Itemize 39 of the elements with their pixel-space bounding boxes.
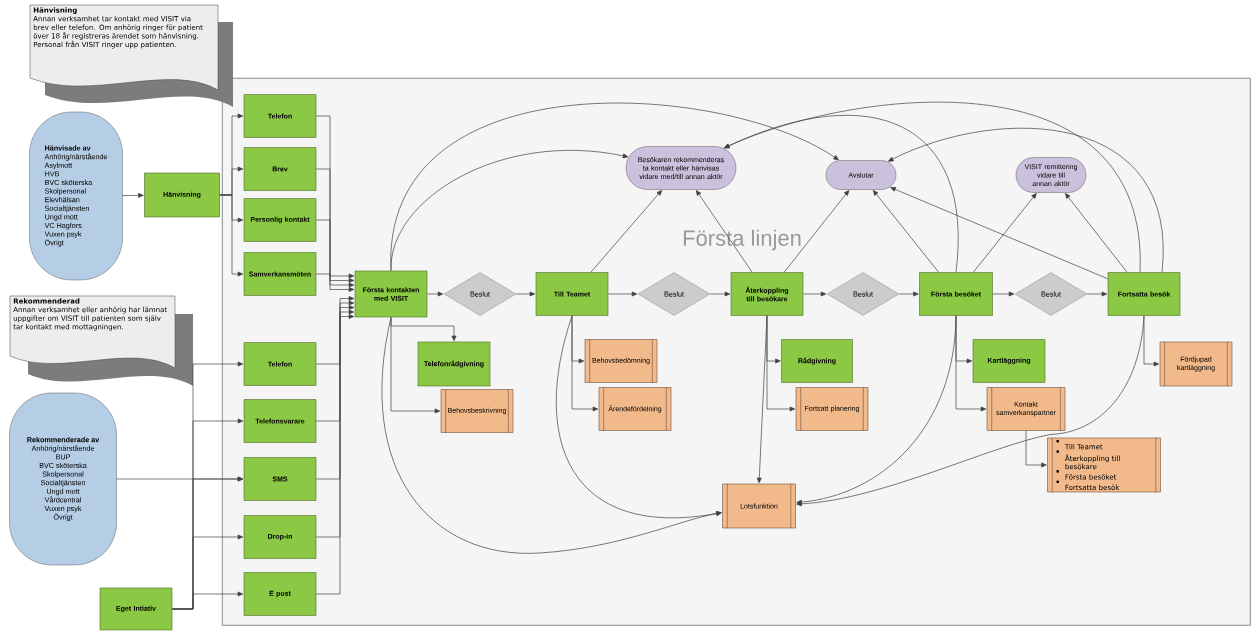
arrow [898, 291, 919, 297]
arrow [766, 315, 796, 412]
arrow [571, 315, 599, 412]
arrow [802, 291, 827, 297]
arrow [426, 291, 444, 297]
arrow [122, 193, 144, 198]
arrow [590, 190, 662, 273]
arrow [315, 296, 355, 365]
arrow [315, 273, 355, 292]
arrow [515, 291, 536, 297]
curved-arrow [796, 315, 1145, 507]
curved-arrow [724, 101, 1141, 273]
arrow [315, 309, 355, 538]
arrow [1025, 430, 1047, 468]
curved-arrow [888, 127, 1163, 273]
arrow [390, 316, 441, 414]
arrow [890, 187, 1109, 280]
arrow [315, 305, 355, 480]
arrow [783, 190, 850, 273]
arrow [872, 190, 939, 273]
arrow [1143, 315, 1160, 367]
arrow [756, 315, 768, 484]
arrow [1065, 193, 1128, 273]
arrow [171, 591, 244, 610]
arrow [973, 193, 1037, 273]
arrow [315, 300, 355, 422]
curved-arrow [390, 102, 839, 272]
arrow [709, 291, 731, 297]
arrow [992, 291, 1015, 297]
curved-arrow [723, 115, 959, 273]
arrow [315, 219, 355, 288]
curved-arrow [796, 315, 957, 505]
arrow [1086, 291, 1108, 297]
curved-arrow [555, 315, 722, 518]
arrow [315, 115, 355, 279]
arrow [315, 168, 355, 283]
arrow [219, 194, 244, 277]
arrow [315, 314, 355, 595]
arrow [607, 291, 638, 297]
